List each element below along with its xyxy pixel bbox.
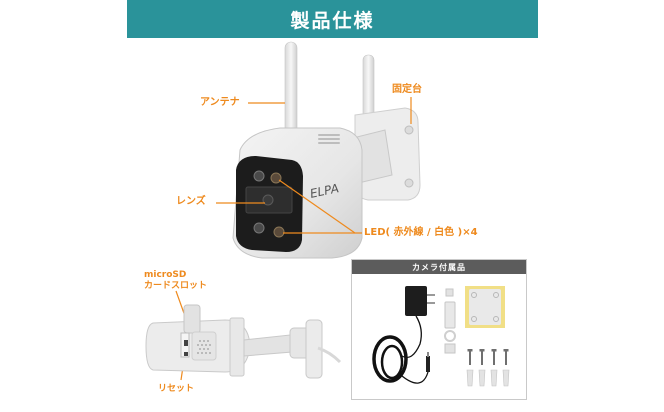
section-title: 製品仕様 bbox=[290, 9, 375, 32]
label-reset: リセット bbox=[158, 384, 195, 394]
label-lens: レンズ bbox=[176, 196, 206, 207]
mounting-template-icon bbox=[465, 286, 505, 328]
cable-bushing-icon bbox=[444, 288, 456, 354]
wall-anchors-icon bbox=[466, 369, 510, 387]
label-mount: 固定台 bbox=[392, 84, 422, 95]
accessories-illustration bbox=[372, 286, 510, 387]
label-microsd-line1: microSD bbox=[144, 270, 187, 280]
accessories-panel: カメラ付属品 bbox=[351, 259, 527, 400]
brand-logo: ELPA bbox=[309, 181, 340, 201]
screws-icon bbox=[467, 349, 509, 365]
camera-body bbox=[232, 127, 363, 259]
accessories-title: カメラ付属品 bbox=[412, 262, 466, 272]
accessories-header: カメラ付属品 bbox=[352, 260, 526, 274]
section-header: 製品仕様 bbox=[127, 0, 538, 38]
label-microsd-line2: カードスロット bbox=[144, 281, 208, 291]
camera-side-view bbox=[145, 304, 342, 379]
label-led: LED( 赤外線 / 白色 )×4 bbox=[364, 227, 478, 238]
label-antenna: アンテナ bbox=[200, 97, 240, 108]
ac-adapter-icon bbox=[372, 286, 435, 384]
